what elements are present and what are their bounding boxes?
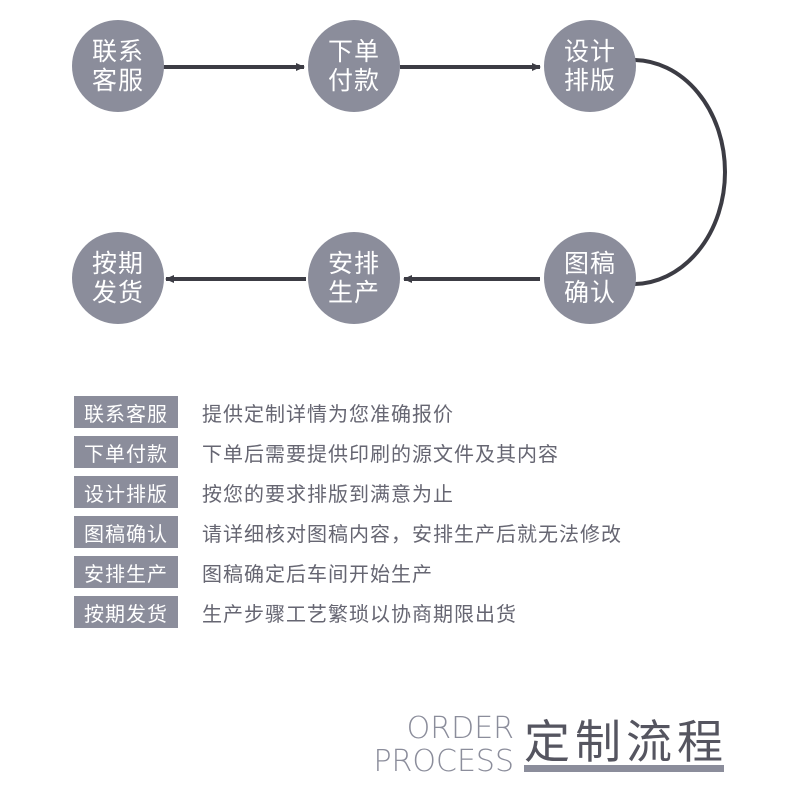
flow-connectors	[163, 58, 727, 286]
flow-node-label: 客服	[91, 66, 144, 95]
step-badge: 安排生产	[74, 556, 178, 588]
flow-node-arrange-production: 安排 生产	[308, 232, 400, 324]
flow-node-label: 付款	[327, 66, 380, 95]
flow-node-scheduled-delivery: 按期 发货	[72, 232, 164, 324]
english-title-line2: PROCESS	[373, 744, 514, 779]
chinese-title: 定制流程	[524, 715, 728, 769]
flow-node-proof-confirm: 图稿 确认	[544, 232, 636, 324]
flow-node-label: 排版	[563, 66, 616, 95]
step-row: 安排生产 图稿确定后车间开始生产	[74, 556, 433, 588]
title-underline-bar	[524, 765, 724, 772]
flow-node-label: 确认	[563, 278, 616, 307]
flow-node-label: 下单	[327, 37, 380, 66]
step-row: 联系客服 提供定制详情为您准确报价	[74, 396, 454, 428]
step-description: 下单后需要提供印刷的源文件及其内容	[202, 441, 559, 466]
flow-node-label: 设计	[563, 37, 616, 66]
step-badge: 图稿确认	[74, 516, 178, 548]
flow-node-label: 安排	[327, 249, 380, 278]
flow-node-design-layout: 设计 排版	[544, 20, 636, 112]
step-badge: 下单付款	[74, 436, 178, 468]
english-title-line1: ORDER	[406, 711, 514, 746]
step-description: 请详细核对图稿内容，安排生产后就无法修改	[202, 521, 622, 546]
step-row: 下单付款 下单后需要提供印刷的源文件及其内容	[74, 436, 559, 468]
step-description: 提供定制详情为您准确报价	[202, 401, 454, 426]
flow-node-label: 图稿	[563, 249, 616, 278]
flow-node-label: 发货	[91, 278, 144, 307]
step-row: 图稿确认 请详细核对图稿内容，安排生产后就无法修改	[74, 516, 622, 548]
arc-3-to-4	[632, 58, 727, 286]
step-description: 按您的要求排版到满意为止	[202, 481, 454, 506]
step-row: 按期发货 生产步骤工艺繁琐以协商期限出货	[74, 596, 517, 628]
step-row: 设计排版 按您的要求排版到满意为止	[74, 476, 454, 508]
flow-node-label: 生产	[327, 278, 380, 307]
english-title: ORDER PROCESS	[373, 712, 514, 778]
step-badge: 按期发货	[74, 596, 178, 628]
flow-node-label: 联系	[91, 37, 144, 66]
step-description: 图稿确定后车间开始生产	[202, 561, 433, 586]
step-badge: 设计排版	[74, 476, 178, 508]
step-description: 生产步骤工艺繁琐以协商期限出货	[202, 601, 517, 626]
step-badge: 联系客服	[74, 396, 178, 428]
flow-node-order-payment: 下单 付款	[308, 20, 400, 112]
flow-node-label: 按期	[91, 249, 144, 278]
flow-node-contact-service: 联系 客服	[72, 20, 164, 112]
